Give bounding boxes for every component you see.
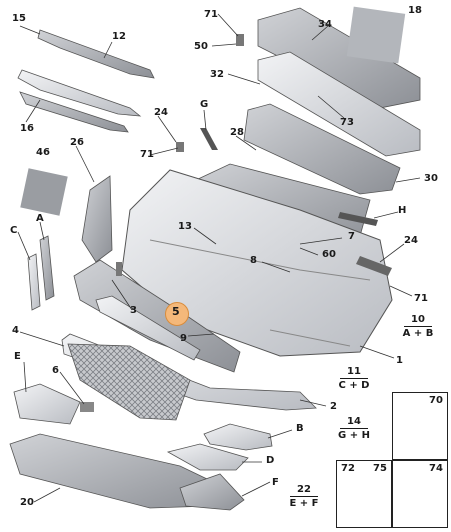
callout-24-top: 24 [154,107,168,118]
kit-22-contents: E + F [289,498,319,509]
callout-32: 32 [210,69,224,80]
fastener-box-72-75: 72 75 [336,460,392,528]
callout-30: 30 [424,173,438,184]
front-bumper-cover [121,169,393,357]
fastener-70-label: 70 [429,395,443,406]
callout-71-top: 71 [204,9,218,20]
callout-73: 73 [340,117,354,128]
callout-18: 18 [408,5,422,16]
callout-60: 60 [322,249,336,260]
upper-grille-parts [17,29,155,133]
kit-22-number: 22 [297,484,311,495]
callout-E: E [14,351,21,362]
callout-34: 34 [318,19,332,30]
callout-50: 50 [194,41,208,52]
callout-24-right: 24 [404,235,418,246]
kit-14-contents: G + H [338,430,370,441]
kit-label-22: 22 E + F [284,484,324,509]
fog-surrounds [166,423,273,511]
callout-28: 28 [230,127,244,138]
callout-F: F [272,477,279,488]
callout-D: D [266,455,275,466]
decal-46 [20,168,68,216]
side-brackets [27,175,113,311]
callout-71-right: 71 [414,293,428,304]
kit-11-contents: C + D [338,380,370,391]
callout-26: 26 [70,137,84,148]
callout-20: 20 [20,497,34,508]
fastener-75-label: 75 [373,463,387,474]
clips-and-fasteners [80,34,392,412]
callout-71-mid: 71 [140,149,154,160]
callout-12: 12 [112,31,126,42]
lower-bumper-parts [61,259,317,421]
callout-16: 16 [20,123,34,134]
callout-46: 46 [36,147,50,158]
kit-label-11: 11 C + D [334,366,374,391]
callout-15: 15 [12,13,26,24]
kit-10-contents: A + B [402,328,434,339]
fastener-box-70: 70 [392,392,448,460]
highlighted-part-marker [165,302,189,326]
callout-A: A [36,213,44,224]
callout-1: 1 [396,355,403,366]
callout-H: H [398,205,407,216]
fastener-box-74: 74 [392,460,448,528]
callout-2: 2 [330,401,337,412]
decal-18 [346,6,406,64]
kit-label-10: 10 A + B [398,314,438,339]
callout-B: B [296,423,304,434]
callout-7: 7 [348,231,355,242]
callout-6: 6 [52,365,59,376]
callout-C: C [10,225,18,236]
callout-8: 8 [250,255,257,266]
callout-4: 4 [12,325,19,336]
fastener-74-label: 74 [429,463,443,474]
fastener-72-label: 72 [341,463,355,474]
callout-G: G [200,99,209,110]
leader-lines [17,13,421,503]
callout-13: 13 [178,221,192,232]
kit-label-14: 14 G + H [334,416,374,441]
callout-5-highlighted: 5 [172,305,180,318]
callout-3: 3 [130,305,137,316]
undertray-parts [9,383,231,509]
kit-14-number: 14 [347,416,361,427]
kit-11-number: 11 [347,366,361,377]
callout-9: 9 [180,333,187,344]
kit-10-number: 10 [411,314,425,325]
